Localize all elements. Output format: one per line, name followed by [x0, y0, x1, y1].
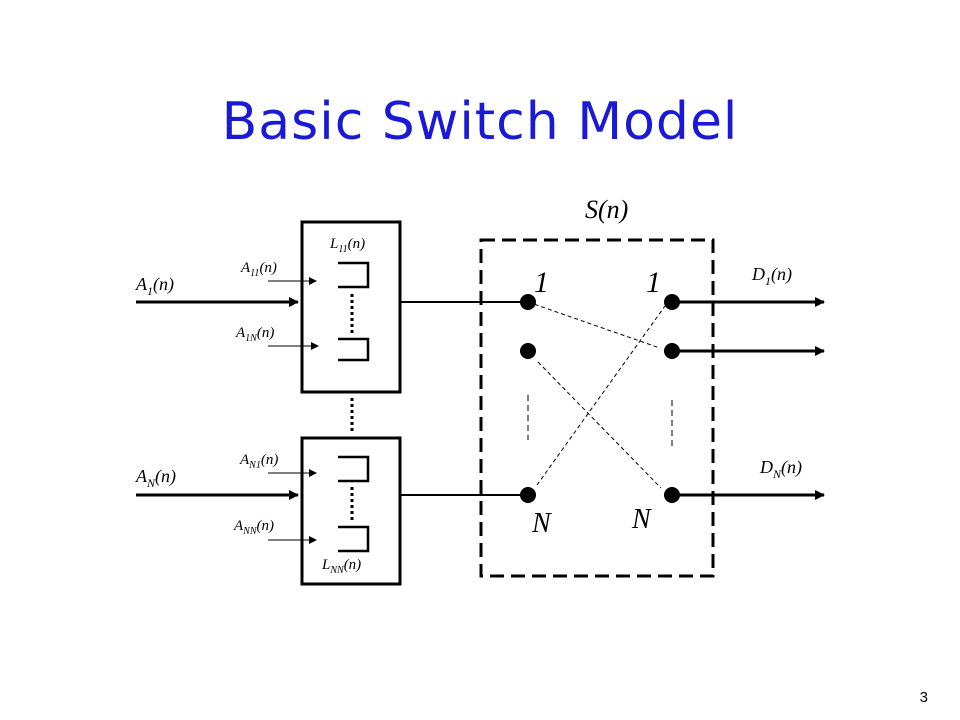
- switch-fabric-box: [479, 238, 715, 578]
- input-queue-box-1: [300, 220, 402, 394]
- output-label-n: DN(n): [759, 457, 802, 481]
- queue-buffer-nn: [338, 525, 370, 553]
- queue-label-11: L11(n): [329, 236, 365, 255]
- slide-title: Basic Switch Model: [221, 92, 739, 152]
- input-port-1: [520, 294, 536, 310]
- input-port-n: [520, 487, 536, 503]
- port-label-input-1: 1: [534, 266, 549, 299]
- port-label-output-n: N: [631, 504, 652, 535]
- queue-input-label-1n: A1N(n): [235, 325, 274, 344]
- switch-label: S(n): [585, 195, 628, 224]
- input-queue-box-n: [300, 436, 402, 586]
- page-number: 3: [919, 689, 928, 706]
- output-label-1: D1(n): [751, 264, 792, 288]
- crossconnect-c: [536, 305, 666, 486]
- input-label-n: AN(n): [135, 466, 176, 490]
- port-label-input-n: N: [531, 508, 552, 539]
- crossconnect-a: [527, 301, 658, 348]
- input-label-1: A1(n): [135, 274, 174, 298]
- input-port-2: [520, 343, 536, 359]
- crossconnect-b: [537, 361, 662, 489]
- port-label-output-1: 1: [646, 266, 661, 299]
- queue-buffer-n1: [338, 455, 370, 483]
- queue-input-label-n1: AN1(n): [239, 452, 278, 471]
- queue-input-label-11: A11(n): [240, 260, 277, 279]
- queue-buffer-11: [338, 261, 370, 289]
- queue-label-nn: LNN(n): [321, 557, 361, 576]
- queue-buffer-1n: [338, 337, 370, 362]
- queue-input-label-nn: ANN(n): [233, 518, 274, 537]
